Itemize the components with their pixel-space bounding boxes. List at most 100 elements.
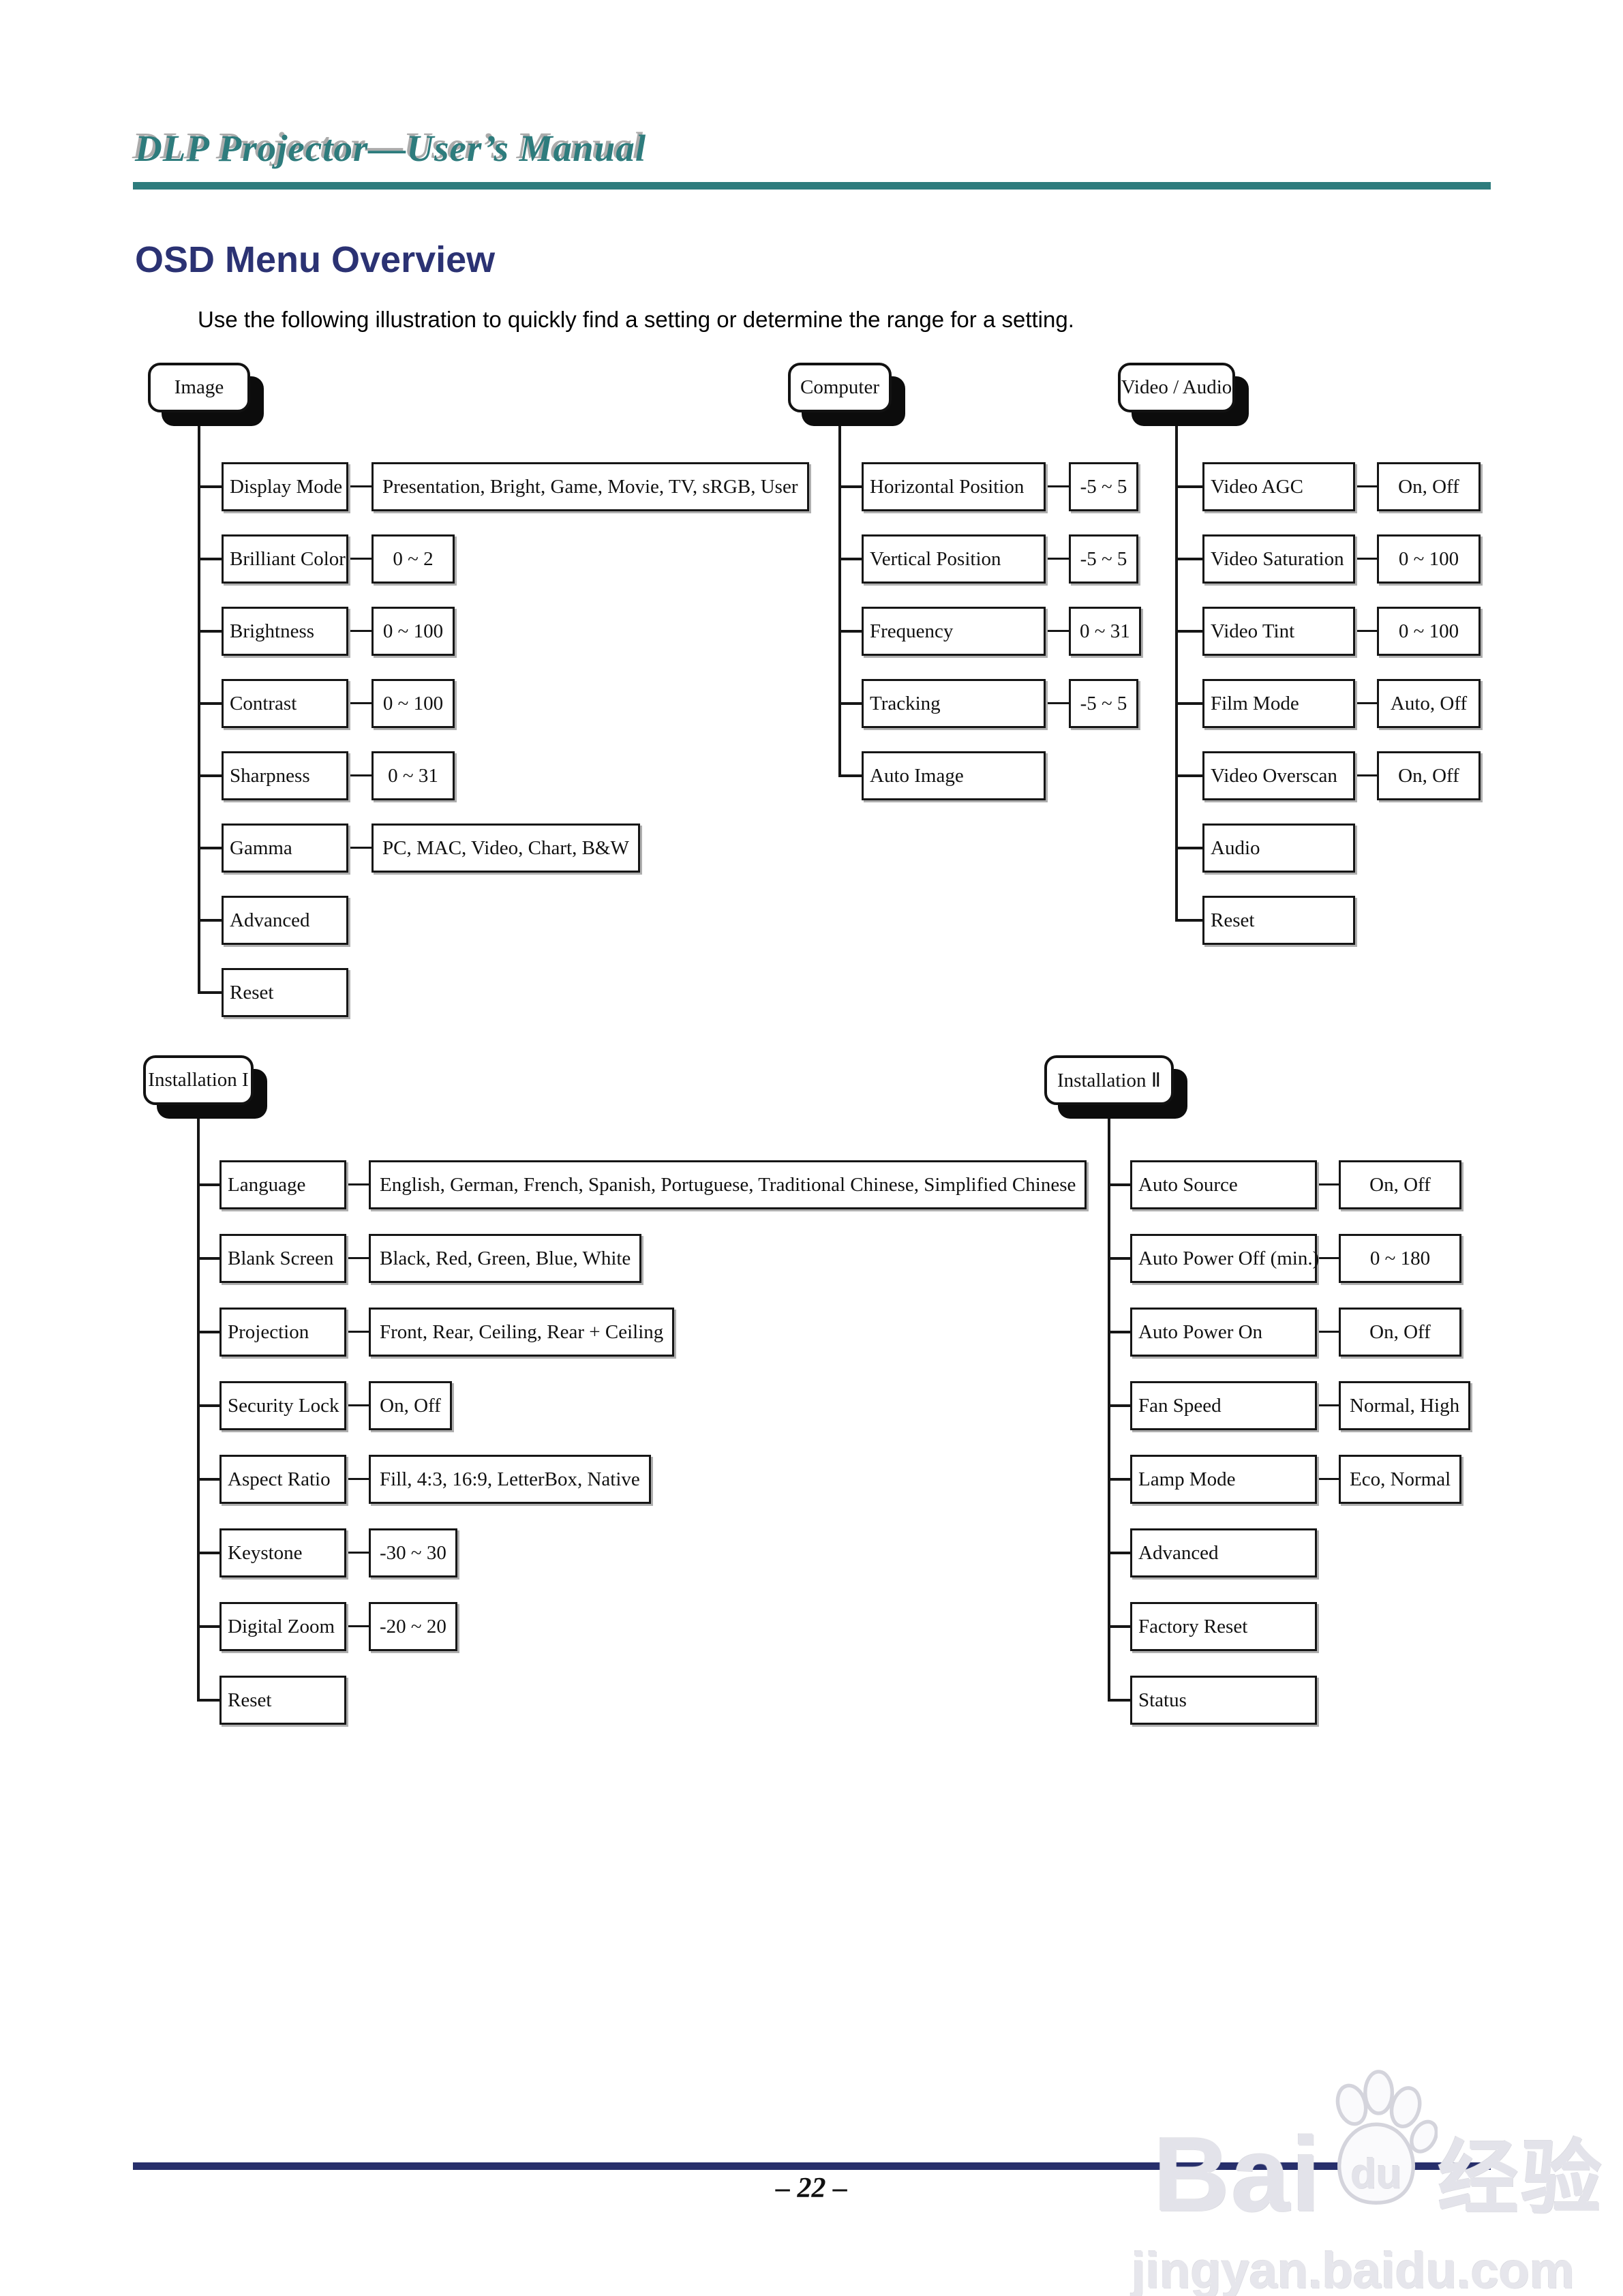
tree-item: Brightness: [222, 607, 348, 656]
tree-item: Brilliant Color: [222, 534, 348, 584]
tree-root-label: Installation I: [148, 1069, 249, 1091]
connector-value-stub: [1317, 1183, 1339, 1185]
tree-item-value-label: Fill, 4:3, 16:9, LetterBox, Native: [380, 1468, 640, 1490]
tree-item-value-label: On, Off: [380, 1394, 441, 1417]
tree-item-label: Video Tint: [1211, 620, 1295, 642]
tree-item-label: Tracking: [870, 692, 941, 714]
connector-stub: [840, 485, 862, 488]
tree-item-value: 0 ~ 100: [1377, 534, 1481, 584]
connector-value-stub: [348, 847, 371, 849]
tree-item-value: -5 ~ 5: [1069, 462, 1138, 511]
tree-item: Horizontal Position: [862, 462, 1046, 511]
tree-item-value-label: Auto, Off: [1390, 692, 1468, 714]
tree-item-value: On, Off: [369, 1381, 452, 1430]
connector-trunk: [1108, 1105, 1110, 1702]
tree-item-label: Auto Image: [870, 764, 964, 787]
connector-stub: [1177, 558, 1202, 560]
tree-item: Reset: [222, 968, 348, 1017]
tree-item-value-label: -5 ~ 5: [1080, 475, 1127, 498]
tree-item-label: Advanced: [1138, 1541, 1219, 1564]
tree-item: Lamp Mode: [1130, 1455, 1317, 1504]
tree-item-label: Lamp Mode: [1138, 1468, 1236, 1490]
section-title: OSD Menu Overview: [135, 239, 496, 280]
page-number: – 22 –: [776, 2173, 847, 2204]
tree-item: Video Overscan: [1202, 751, 1355, 800]
connector-stub: [1177, 847, 1202, 849]
connector-stub: [1109, 1625, 1130, 1628]
tree-item-label: Video Saturation: [1211, 547, 1344, 570]
tree-item-label: Auto Power On: [1138, 1320, 1263, 1343]
connector-stub: [840, 630, 862, 633]
tree-item: Gamma: [222, 824, 348, 873]
tree-item: Security Lock: [219, 1381, 346, 1430]
connector-value-stub: [346, 1257, 369, 1259]
connector-stub: [199, 919, 222, 922]
tree-item-value-label: On, Off: [1369, 1320, 1431, 1343]
connector-stub: [1177, 919, 1202, 922]
tree-item: Vertical Position: [862, 534, 1046, 584]
tree-root-label: Video / Audio: [1121, 376, 1232, 398]
connector-stub: [840, 702, 862, 705]
tree-item-value-label: -30 ~ 30: [380, 1541, 446, 1564]
connector-value-stub: [346, 1552, 369, 1554]
tree-item-value-label: Normal, High: [1350, 1394, 1460, 1417]
connector-value-stub: [346, 1404, 369, 1406]
tree-item-label: Video AGC: [1211, 475, 1304, 498]
tree-item-value: On, Off: [1377, 462, 1481, 511]
connector-stub: [198, 1257, 219, 1260]
tree-item-label: Reset: [228, 1689, 272, 1711]
tree-item-value-label: 0 ~ 100: [382, 692, 444, 714]
tree-item-value: 0 ~ 100: [371, 607, 455, 656]
connector-stub: [1109, 1552, 1130, 1554]
connector-trunk: [197, 1105, 200, 1702]
connector-value-stub: [346, 1183, 369, 1185]
tree-item-value-label: On, Off: [1369, 1173, 1431, 1196]
connector-value-stub: [1355, 558, 1377, 560]
connector-stub: [199, 991, 222, 994]
connector-value-stub: [348, 774, 371, 776]
tree-item-value-label: 0 ~ 31: [388, 764, 438, 787]
tree-item-label: Auto Power Off (min.): [1138, 1247, 1320, 1269]
connector-value-stub: [348, 702, 371, 704]
tree-item-label: Reset: [1211, 909, 1255, 931]
tree-item: Video AGC: [1202, 462, 1355, 511]
header-rule: [133, 182, 1491, 190]
connector-stub: [1109, 1183, 1130, 1186]
connector-stub: [1109, 1331, 1130, 1333]
tree-item-value: -30 ~ 30: [369, 1528, 457, 1577]
connector-stub: [1177, 630, 1202, 633]
tree-item: Blank Screen: [219, 1234, 346, 1283]
tree-root-label: Installation Ⅱ: [1057, 1070, 1161, 1091]
connector-stub: [1177, 485, 1202, 488]
tree-item-value: Eco, Normal: [1339, 1455, 1462, 1504]
tree-item-value: -5 ~ 5: [1069, 679, 1138, 728]
tree-item-label: Display Mode: [230, 475, 343, 498]
tree-item: Language: [219, 1160, 346, 1209]
tree-item: Digital Zoom: [219, 1602, 346, 1651]
tree-item-value: On, Off: [1339, 1160, 1461, 1209]
tree-item-label: Fan Speed: [1138, 1394, 1222, 1417]
connector-stub: [1109, 1699, 1130, 1702]
tree-root-label: Image: [174, 376, 224, 398]
tree-item-label: Advanced: [230, 909, 310, 931]
tree-item-value: Fill, 4:3, 16:9, LetterBox, Native: [369, 1455, 651, 1504]
tree-root-image: Image: [148, 363, 250, 412]
tree-item-label: Gamma: [230, 836, 292, 859]
tree-item: Auto Power Off (min.): [1130, 1234, 1320, 1283]
tree-item-label: Status: [1138, 1689, 1187, 1711]
connector-trunk: [1175, 412, 1178, 922]
tree-item-value: English, German, French, Spanish, Portug…: [369, 1160, 1087, 1209]
tree-item-label: Aspect Ratio: [228, 1468, 331, 1490]
tree-item-label: Security Lock: [228, 1394, 339, 1417]
tree-item: Auto Power On: [1130, 1308, 1317, 1357]
connector-stub: [1109, 1404, 1130, 1407]
baidu-watermark: Bai du 经验: [1153, 2066, 1604, 2227]
watermark-url: jingyan.baidu.com: [1132, 2242, 1575, 2296]
tree-item-label: Film Mode: [1211, 692, 1299, 714]
tree-item-value-label: On, Off: [1398, 764, 1459, 787]
connector-stub: [199, 847, 222, 849]
tree-item-value-label: -5 ~ 5: [1080, 547, 1127, 570]
tree-item-value-label: On, Off: [1398, 475, 1459, 498]
connector-value-stub: [348, 485, 371, 487]
